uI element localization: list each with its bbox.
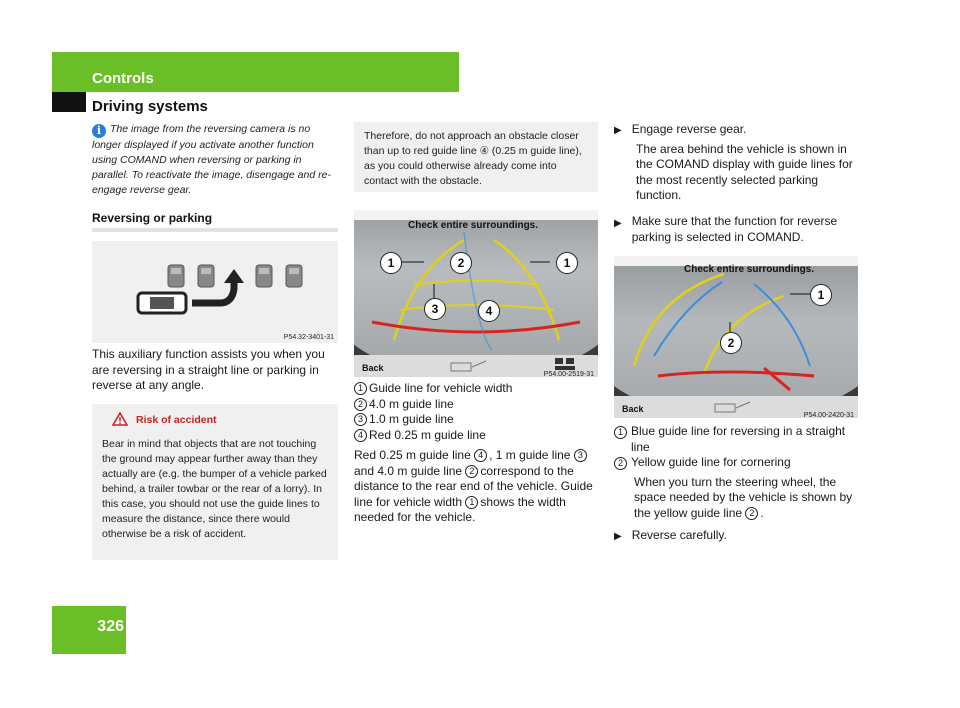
marker-2: 2 xyxy=(720,332,742,354)
section-marker xyxy=(52,92,86,112)
caution-box: Therefore, do not approach an obstacle c… xyxy=(354,122,598,192)
step-select-function: ▶Make sure that the function for reverse… xyxy=(614,214,838,244)
marker-4: 4 xyxy=(478,300,500,322)
marker-3: 3 xyxy=(424,298,446,320)
parking-mode-icon xyxy=(714,401,751,413)
info-icon: i xyxy=(92,124,106,138)
warning-text: Bear in mind that objects that are not t… xyxy=(102,438,327,540)
intro-paragraph: This auxiliary function assists you when… xyxy=(92,347,325,392)
caution-text: Therefore, do not approach an obstacle c… xyxy=(364,130,582,187)
divider xyxy=(92,228,338,232)
warning-box: Risk of accident Bear in mind that objec… xyxy=(92,404,338,560)
camera-status-strip: Back xyxy=(354,355,598,377)
guide-lines-paragraph: Red 0.25 m guide line 4, 1 m guide line … xyxy=(354,448,593,524)
marker-2: 2 xyxy=(450,252,472,274)
step-reverse-carefully: ▶Reverse carefully. xyxy=(614,528,727,542)
figure-id: P54.00-2420-31 xyxy=(803,412,854,418)
marker-1: 1 xyxy=(556,252,578,274)
back-label: Back xyxy=(622,404,644,414)
marker-1: 1 xyxy=(810,284,832,306)
camera-image-2: Check entire surroundings. 1 2 Back P54.… xyxy=(614,256,858,418)
parking-mode-icon xyxy=(450,360,487,372)
subheading: Reversing or parking xyxy=(92,211,213,225)
page-number-box xyxy=(52,606,126,654)
steering-note: When you turn the steering wheel, the sp… xyxy=(634,474,853,520)
camera-banner-text: Check entire surroundings. xyxy=(684,264,815,275)
figure-id: P54.00-2519-31 xyxy=(543,371,594,377)
camera-banner-text: Check entire surroundings. xyxy=(408,220,539,231)
camera-status-strip: Back xyxy=(614,396,858,418)
step-engage-reverse: ▶Engage reverse gear. The area behind th… xyxy=(614,122,853,202)
header-bar xyxy=(52,52,459,92)
back-label: Back xyxy=(362,363,384,373)
warning-icon xyxy=(112,412,128,426)
parking-figure: P54.32-3401-31 xyxy=(92,241,338,343)
info-note-text: The image from the reversing camera is n… xyxy=(92,123,331,196)
marker-1: 1 xyxy=(380,252,402,274)
page-number: 326 xyxy=(97,618,124,635)
warning-title: Risk of accident xyxy=(136,414,217,426)
chapter-title: Controls xyxy=(92,70,154,87)
camera-image-1: Check entire surroundings. 1 2 1 3 4 Bac… xyxy=(354,210,598,377)
figure-id: P54.32-3401-31 xyxy=(283,334,334,341)
camera-mode-icon xyxy=(555,358,575,370)
section-title: Driving systems xyxy=(92,98,208,115)
